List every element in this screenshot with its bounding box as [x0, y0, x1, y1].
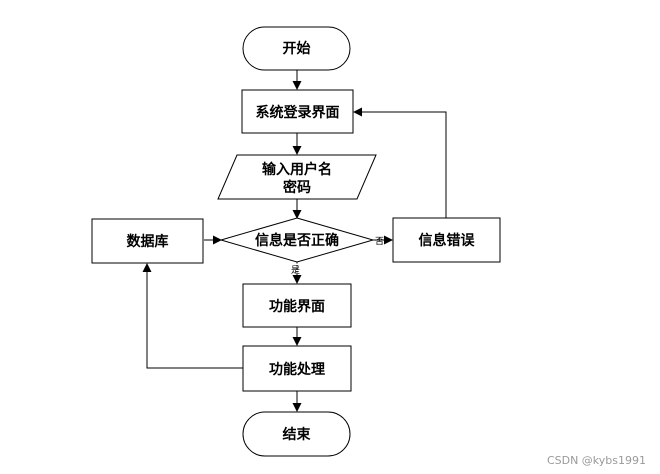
error-node: 信息错误: [392, 217, 501, 263]
login-screen-label: 系统登录界面: [256, 104, 340, 121]
function-screen-label: 功能界面: [269, 298, 325, 315]
login-screen-node: 系统登录界面: [241, 89, 354, 134]
end-label: 结束: [283, 426, 312, 443]
input-label-line2: 密码: [282, 179, 311, 196]
decision-label: 信息是否正确: [255, 232, 339, 249]
edges: [142, 70, 447, 412]
edge-error-to-login: [353, 107, 447, 218]
decision-node: 信息是否正确: [219, 217, 375, 263]
function-process-label: 功能处理: [269, 361, 325, 378]
database-node: 数据库: [91, 218, 204, 264]
input-node: 输入用户名 密码: [217, 154, 377, 200]
function-process-node: 功能处理: [242, 345, 352, 392]
input-label-line1: 输入用户名: [262, 161, 332, 178]
yes-label: 是: [291, 265, 300, 276]
function-screen-node: 功能界面: [242, 283, 352, 328]
edge-process-to-database: [142, 263, 243, 369]
end-node: 结束: [242, 411, 351, 457]
error-label: 信息错误: [419, 232, 476, 249]
no-label: 否: [375, 236, 384, 247]
database-label: 数据库: [127, 233, 169, 250]
start-node: 开始: [242, 26, 351, 71]
watermark-text: CSDN @kybs1991: [547, 454, 646, 467]
start-label: 开始: [283, 40, 311, 57]
